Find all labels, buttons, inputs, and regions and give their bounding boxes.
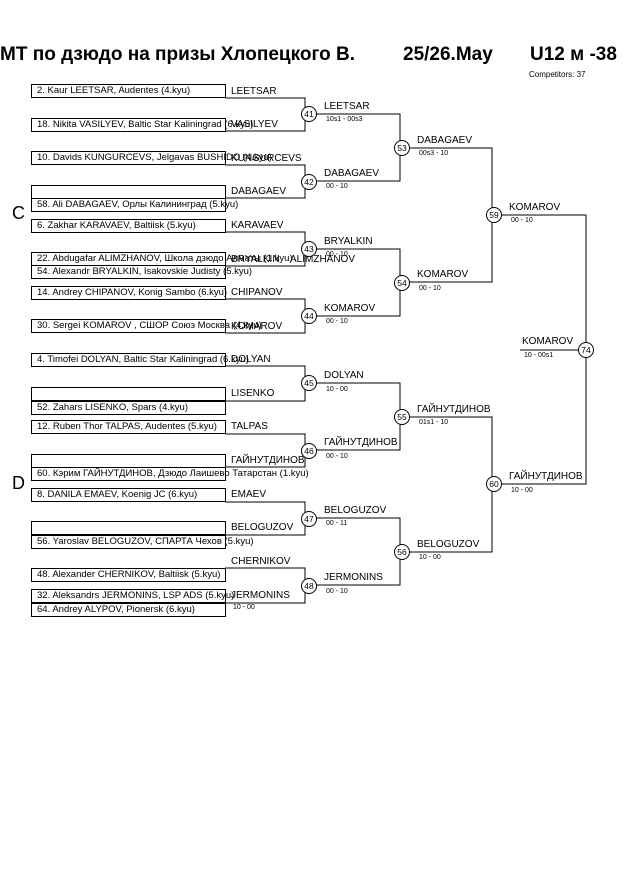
tournament-title: MT по дзюдо на призы Хлопецкого В.: [0, 44, 355, 65]
r2-score: 00 - 10: [326, 588, 348, 595]
entry-box: 2. Kaur LEETSAR, Audentes (4.kyu): [31, 84, 226, 98]
r1-name: ALIMZHANOV: [290, 254, 356, 265]
page-title: MT по дзюдо на призы Хлопецкого В. 25/26…: [0, 44, 630, 70]
entry-box: 58. Ali DABAGAEV, Орлы Калининград (5.ky…: [31, 198, 238, 212]
entry-box: 12. Ruben Thor TALPAS, Audentes (5.kyu): [31, 420, 226, 434]
entry-box: 54. Alexandr BRYALKIN, Isakovskie Judist…: [31, 265, 252, 279]
match-number-badge: 43: [301, 241, 317, 257]
entry-box: 18. Nikita VASILYEV, Baltic Star Kalinin…: [31, 118, 253, 132]
r2-score: 00 - 10: [326, 318, 348, 325]
r3-name: DABAGAEV: [417, 135, 473, 146]
pool-d-label: D: [12, 473, 25, 493]
r1-name: ГАЙНУТДИНОВ: [231, 455, 305, 466]
entry-box: 4. Timofei DOLYAN, Baltic Star Kaliningr…: [31, 353, 249, 367]
r1-name: KUNGURCEVS: [231, 153, 302, 164]
r2-name: LEETSAR: [324, 101, 370, 112]
entry-box: 56. Yaroslav BELOGUZOV, СПАРТА Чехов (5.…: [31, 535, 254, 549]
r3-name: BELOGUZOV: [417, 539, 480, 550]
pool-c-label: C: [12, 203, 25, 223]
r2-score: 00 - 10: [326, 251, 348, 258]
r4-name: ГАЙНУТДИНОВ: [509, 471, 583, 482]
r1-score: 10 - 00: [233, 604, 255, 611]
r1-name: TALPAS: [231, 421, 268, 432]
r1-name: KOMAROV: [231, 321, 283, 332]
competitors-count: Competitors: 37: [529, 70, 586, 79]
match-number-badge: 45: [301, 375, 317, 391]
r2-score: 10s1 - 00s3: [326, 116, 363, 123]
r1-name: DABAGAEV: [231, 186, 287, 197]
entry-box: 64. Andrey ALYPOV, Pionersk (6.kyu): [31, 603, 226, 617]
entry-box: 10. Davids KUNGURCEVS, Jelgavas BUSHIDO …: [31, 151, 272, 165]
entry-box: [31, 521, 226, 535]
entry-box: 6. Zakhar KARAVAEV, Baltiisk (5.kyu): [31, 219, 226, 233]
r1-name: CHIPANOV: [231, 287, 283, 298]
match-number-badge: 47: [301, 511, 317, 527]
r4-score: 00 - 10: [511, 217, 533, 224]
r3-score: 01s1 - 10: [419, 419, 449, 426]
r3-name: KOMAROV: [417, 269, 469, 280]
entry-box: 60. Кэрим ГАЙНУТДИНОВ, Дзюдо Лаишево Тат…: [31, 467, 309, 481]
tournament-date: 25/26.May: [403, 44, 493, 65]
match-number-badge: 74: [578, 342, 594, 358]
entry-box: 30. Sergei KOMAROV , СШОР Союз Москва (4…: [31, 319, 262, 333]
r1-name: JERMONINS: [231, 590, 290, 601]
match-number-badge: 41: [301, 106, 317, 122]
r3-score: 00s3 - 10: [419, 150, 449, 157]
match-number-badge: 44: [301, 308, 317, 324]
r1-name: BELOGUZOV: [231, 522, 294, 533]
r2-score: 00 - 10: [326, 453, 348, 460]
r2-name: BELOGUZOV: [324, 505, 387, 516]
r1-name: DOLYAN: [231, 354, 271, 365]
entry-box: [31, 387, 226, 401]
entry-box: 22. Abdugafar ALIMZHANOV, Школа дзюдо Ал…: [31, 252, 293, 266]
r4-name: KOMAROV: [509, 202, 561, 213]
final-score: 10 - 00s1: [524, 352, 554, 359]
r2-name: DOLYAN: [324, 370, 364, 381]
r3-name: ГАЙНУТДИНОВ: [417, 404, 491, 415]
r3-score: 10 - 00: [419, 554, 441, 561]
match-number-badge: 54: [394, 275, 410, 291]
entry-box: [31, 185, 226, 199]
r2-name: DABAGAEV: [324, 168, 380, 179]
r2-name: JERMONINS: [324, 572, 383, 583]
entry-box: 14. Andrey CHIPANOV, Konig Sambo (6.kyu): [31, 286, 227, 300]
r2-score: 00 - 10: [326, 183, 348, 190]
r2-score: 00 - 11: [326, 520, 348, 527]
r2-name: KOMAROV: [324, 303, 376, 314]
entry-box: 8. DANILA EMAEV, Koenig JC (6.kyu): [31, 488, 226, 502]
match-number-badge: 42: [301, 174, 317, 190]
r1-name: EMAEV: [231, 489, 267, 500]
r2-name: ГАЙНУТДИНОВ: [324, 437, 398, 448]
match-number-badge: 59: [486, 207, 502, 223]
match-number-badge: 56: [394, 544, 410, 560]
entry-box: 52. Zahars LISENKO, Spars (4.kyu): [31, 401, 226, 415]
r1-name: CHERNIKOV: [231, 556, 291, 567]
r4-score: 10 - 00: [511, 487, 533, 494]
r1-name: LISENKO: [231, 388, 275, 399]
weight-category: U12 м -38: [530, 44, 617, 65]
final-name: KOMAROV: [522, 336, 574, 347]
r1-name: VASILYEV: [231, 119, 278, 130]
match-number-badge: 60: [486, 476, 502, 492]
r1-name: BRYALKIN: [231, 254, 280, 265]
entry-box: 48. Alexander CHERNIKOV, Baltiisk (5.kyu…: [31, 568, 226, 582]
r2-name: BRYALKIN: [324, 236, 373, 247]
match-number-badge: 46: [301, 443, 317, 459]
r2-score: 10 - 00: [326, 386, 348, 393]
entry-box: 32. Aleksandrs JERMONINS, LSP ADS (5.kyu…: [31, 589, 234, 603]
match-number-badge: 55: [394, 409, 410, 425]
r1-name: LEETSAR: [231, 86, 277, 97]
match-number-badge: 53: [394, 140, 410, 156]
entry-box: [31, 454, 226, 468]
r3-score: 00 - 10: [419, 285, 441, 292]
r1-name: KARAVAEV: [231, 220, 284, 231]
match-number-badge: 48: [301, 578, 317, 594]
